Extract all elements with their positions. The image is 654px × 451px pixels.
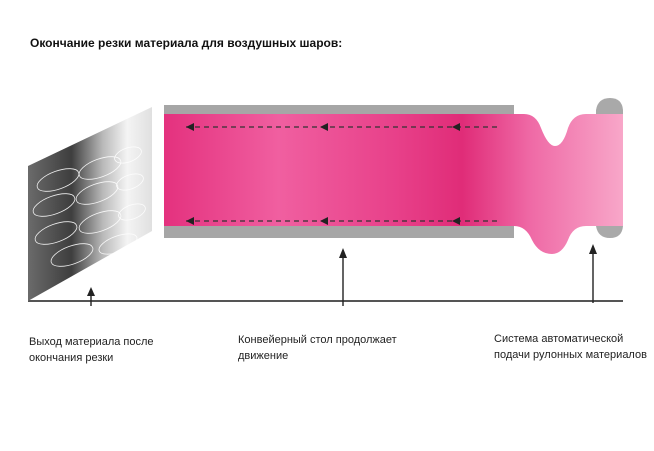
caption-conveyor-table: Конвейерный стол продолжает движение — [238, 332, 397, 364]
motion-arrowhead — [452, 123, 460, 131]
caption-line: Выход материала после — [29, 336, 154, 348]
material-sheet — [164, 114, 623, 254]
balloon-outline — [36, 168, 80, 192]
balloon-outline — [34, 221, 78, 245]
caption-roll-feeder: Система автоматической подачи рулонных м… — [494, 331, 647, 363]
motion-arrowhead — [320, 123, 328, 131]
caption-line: движение — [238, 350, 289, 362]
balloon-outline — [75, 181, 119, 205]
caption-material-exit: Выход материала после окончания резки — [29, 334, 154, 366]
caption-line: подачи рулонных материалов — [494, 349, 647, 361]
balloon-outline — [116, 173, 144, 191]
caption-line: Конвейерный стол продолжает — [238, 334, 397, 346]
caption-line: Система автоматической — [494, 333, 624, 345]
exit-pointer-head — [87, 287, 95, 296]
balloon-outline — [32, 193, 76, 217]
motion-arrowhead — [186, 123, 194, 131]
motion-lines — [186, 126, 498, 222]
balloon-outline — [50, 243, 94, 267]
balloon-outline — [114, 146, 142, 164]
motion-arrowhead — [186, 217, 194, 225]
cut-balloon-outlines — [32, 146, 146, 267]
balloon-outline — [78, 210, 122, 234]
balloon-outline — [98, 233, 138, 255]
balloon-outline — [78, 156, 122, 180]
balloon-outline — [118, 203, 146, 221]
motion-arrowhead — [320, 217, 328, 225]
conveyor-pointer-head — [339, 248, 347, 258]
pointer-arrows — [87, 244, 597, 306]
caption-line: окончания резки — [29, 352, 114, 364]
feeder-pointer-head — [589, 244, 597, 254]
diagram-title: Окончание резки материала для воздушных … — [30, 36, 343, 50]
motion-arrowhead — [452, 217, 460, 225]
motion-arrowheads — [186, 123, 460, 225]
